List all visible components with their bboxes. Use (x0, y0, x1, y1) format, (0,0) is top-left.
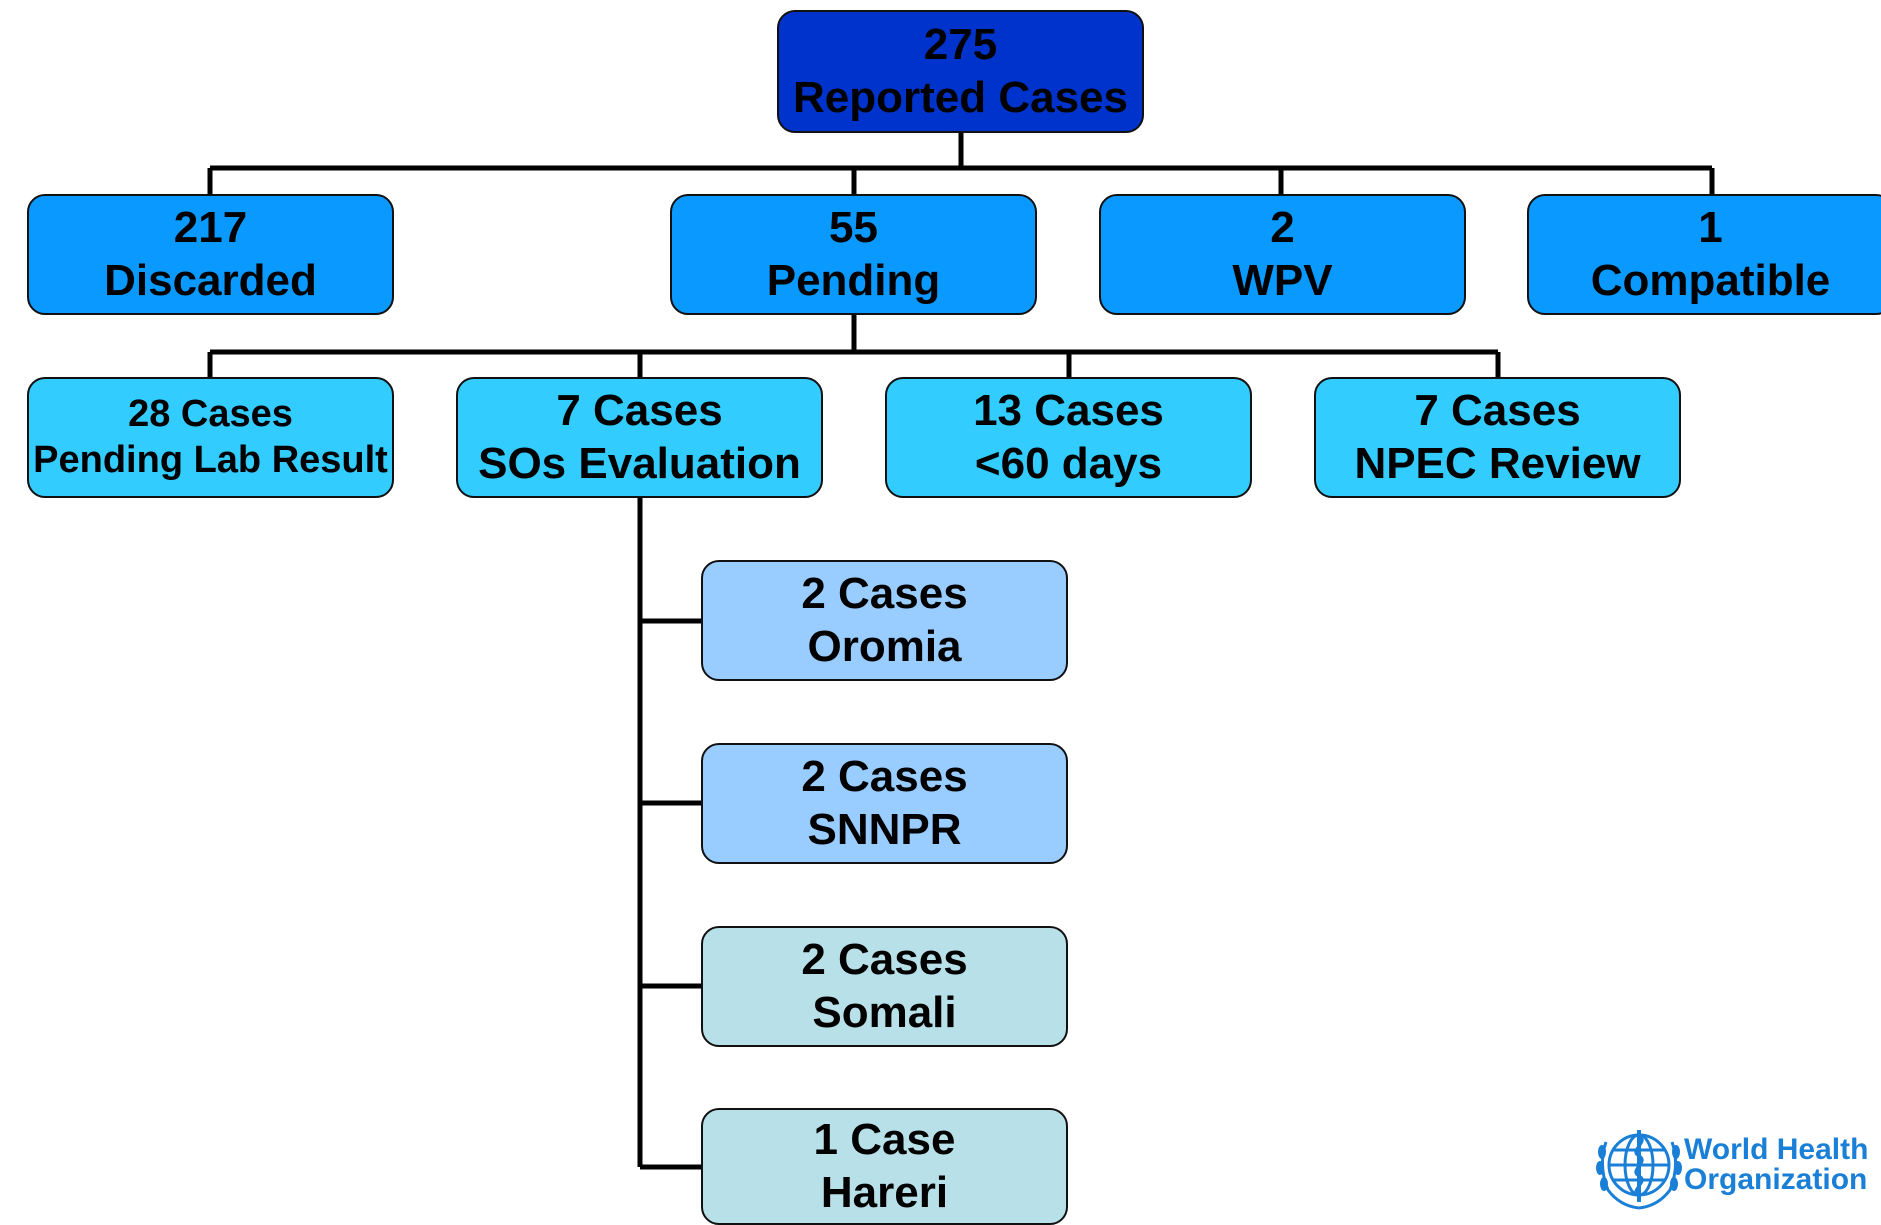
node-label: Oromia (807, 621, 962, 671)
node-count: 28 Cases (128, 392, 293, 435)
node-label: Pending (766, 255, 941, 305)
node-label: Discarded (104, 255, 317, 305)
node-count: 1 Case (813, 1114, 956, 1164)
node-hareri: 1 Case Hareri (701, 1108, 1068, 1225)
who-line-2: Organization (1684, 1163, 1868, 1196)
who-emblem-icon (1596, 1130, 1682, 1210)
node-count: 7 Cases (556, 385, 723, 435)
node-label: Somali (812, 987, 957, 1037)
node-label: <60 days (974, 438, 1163, 488)
node-compatible: 1 Compatible (1527, 194, 1881, 315)
node-oromia: 2 Cases Oromia (701, 560, 1068, 681)
node-count: 2 Cases (801, 934, 968, 984)
node-label: Pending Lab Result (33, 438, 388, 481)
node-label: NPEC Review (1354, 438, 1641, 488)
who-logo: World Health Organization (1594, 1120, 1868, 1210)
node-label: WPV (1232, 255, 1333, 305)
node-label: Reported Cases (792, 72, 1128, 122)
node-pending: 55 Pending (670, 194, 1037, 315)
node-count: 1 (1698, 202, 1723, 252)
node-wpv: 2 WPV (1099, 194, 1466, 315)
node-under-60-days: 13 Cases <60 days (885, 377, 1252, 498)
node-somali: 2 Cases Somali (701, 926, 1068, 1047)
who-wordmark: World Health Organization (1684, 1135, 1868, 1195)
node-count: 7 Cases (1414, 385, 1581, 435)
node-count: 2 Cases (801, 568, 968, 618)
node-label: SNNPR (807, 804, 962, 854)
node-count: 55 (829, 202, 878, 252)
node-count: 217 (173, 202, 248, 252)
node-count: 275 (923, 19, 998, 69)
node-pending-lab-result: 28 Cases Pending Lab Result (27, 377, 394, 498)
node-sos-evaluation: 7 Cases SOs Evaluation (456, 377, 823, 498)
node-count: 2 (1270, 202, 1295, 252)
node-count: 13 Cases (973, 385, 1164, 435)
node-label: Compatible (1590, 255, 1831, 305)
node-reported-cases: 275 Reported Cases (777, 10, 1144, 133)
node-snnpr: 2 Cases SNNPR (701, 743, 1068, 864)
node-label: Hareri (820, 1167, 949, 1217)
who-line-1: World Health (1684, 1133, 1869, 1166)
node-label: SOs Evaluation (478, 438, 801, 488)
node-discarded: 217 Discarded (27, 194, 394, 315)
node-npec-review: 7 Cases NPEC Review (1314, 377, 1681, 498)
node-count: 2 Cases (801, 751, 968, 801)
